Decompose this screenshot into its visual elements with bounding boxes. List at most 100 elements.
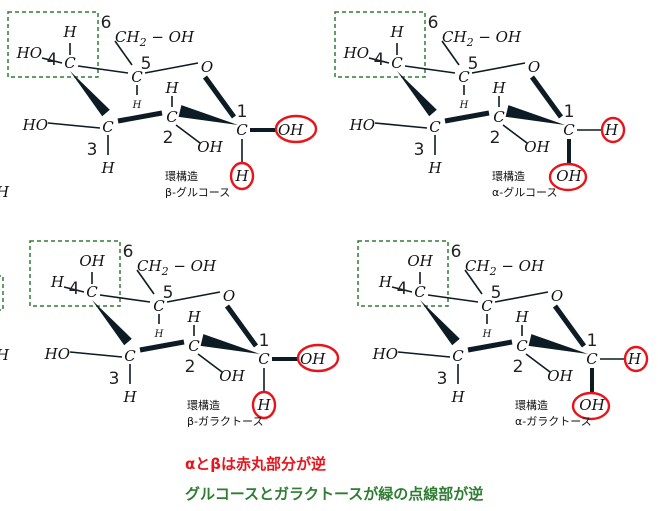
carbon-number-6: 6 bbox=[123, 242, 134, 262]
c2-oh-bond bbox=[197, 353, 223, 373]
structure-type-label: 環構造 bbox=[187, 398, 220, 412]
c2-hydroxyl: OH bbox=[524, 138, 550, 156]
ch2-text: CH bbox=[115, 28, 140, 46]
carbon-number-1: 1 bbox=[564, 102, 575, 122]
c3-hydroxyl: HO bbox=[44, 345, 70, 363]
ch2-oh-text: − OH bbox=[474, 28, 522, 46]
c2-c1-wedge bbox=[178, 105, 238, 125]
c5-o-bond bbox=[166, 291, 221, 303]
c3-hydrogen: H bbox=[450, 388, 465, 406]
carbon-number-3: 3 bbox=[437, 369, 448, 389]
c5-carbon: C bbox=[131, 68, 143, 86]
carbon-number-5: 5 bbox=[491, 283, 502, 303]
c4-left-substituent: H bbox=[50, 273, 65, 291]
c2-hydroxyl: OH bbox=[219, 367, 245, 385]
c5-carbon: C bbox=[153, 297, 165, 315]
c3-carbon: C bbox=[102, 118, 114, 136]
c5-hydrogen: H bbox=[482, 329, 492, 340]
ch2oh-group: CH2 − OH bbox=[442, 28, 522, 49]
c3-ho-bond bbox=[397, 351, 451, 358]
o-c1-bold-bond bbox=[224, 304, 259, 348]
edge-fragment-h: H bbox=[0, 346, 10, 364]
c4-highlight-box bbox=[29, 240, 121, 307]
c4-left-bond bbox=[63, 286, 85, 293]
c4-c5-bond bbox=[99, 294, 151, 303]
c1-down-substituent: OH bbox=[579, 396, 605, 414]
c4-c5-bond bbox=[77, 65, 129, 74]
c2-oh-bond bbox=[175, 124, 201, 144]
carbon-number-3: 3 bbox=[87, 140, 98, 160]
carbon-number-2: 2 bbox=[513, 357, 524, 377]
c5-ch2-bond bbox=[114, 40, 133, 66]
c1-down-substituent: H bbox=[256, 396, 271, 414]
c2-carbon: C bbox=[516, 337, 528, 355]
ring-oxygen: O bbox=[528, 58, 540, 76]
carbon-number-3: 3 bbox=[414, 140, 425, 160]
c5-carbon: C bbox=[458, 68, 470, 86]
carbon-number-5: 5 bbox=[163, 283, 174, 303]
c3-carbon: C bbox=[452, 347, 464, 365]
o-c1-bold-bond bbox=[529, 75, 564, 119]
c4-left-substituent: H bbox=[378, 273, 393, 291]
ch2oh-group: CH2 − OH bbox=[115, 28, 195, 49]
carbon-number-4: 4 bbox=[374, 50, 385, 70]
c4-left-bond bbox=[368, 57, 390, 64]
ch2-text: CH bbox=[465, 257, 490, 275]
c5-hydrogen: H bbox=[132, 100, 142, 111]
c3-carbon: C bbox=[429, 118, 441, 136]
c1-down-substituent: H bbox=[234, 167, 249, 185]
ch2oh-group: CH2 − OH bbox=[465, 257, 545, 278]
carbon-number-1: 1 bbox=[587, 331, 598, 351]
red-circle-c1-down bbox=[251, 390, 277, 420]
ch2-text: CH bbox=[442, 28, 467, 46]
carbon-number-3: 3 bbox=[109, 369, 120, 389]
c3-c2-bold-bond bbox=[139, 339, 185, 353]
carbon-number-6: 6 bbox=[428, 13, 439, 33]
carbon-number-6: 6 bbox=[101, 13, 112, 33]
c4-top-substituent: H bbox=[62, 23, 77, 41]
carbon-number-5: 5 bbox=[468, 54, 479, 74]
c5-o-bond bbox=[144, 62, 199, 74]
ch2-oh-text: − OH bbox=[497, 257, 545, 275]
red-circle-c1-right bbox=[296, 343, 340, 373]
ring-oxygen: O bbox=[201, 58, 213, 76]
o-c1-bold-bond bbox=[552, 304, 587, 348]
c3-hydroxyl: HO bbox=[22, 116, 48, 134]
c2-hydroxyl: OH bbox=[547, 367, 573, 385]
red-circle-c1-right bbox=[600, 116, 626, 144]
note-glucose-galactose: グルコースとガラクトースが緑の点線部が逆 bbox=[185, 485, 484, 503]
ring-oxygen: O bbox=[223, 287, 235, 305]
c3-ho-bond bbox=[374, 122, 428, 129]
ch2-subscript: 2 bbox=[489, 265, 497, 278]
carbon-number-6: 6 bbox=[451, 242, 462, 262]
ch2-subscript: 2 bbox=[466, 36, 474, 49]
c4-highlight-box bbox=[334, 11, 426, 78]
c2-c1-wedge bbox=[200, 334, 260, 354]
c1-right-substituent: OH bbox=[300, 350, 326, 368]
c4-top-substituent: H bbox=[389, 23, 404, 41]
c2-hydrogen: H bbox=[491, 79, 506, 97]
c4-highlight-box bbox=[7, 11, 99, 78]
red-circle-c1-right bbox=[274, 114, 318, 144]
carbon-number-1: 1 bbox=[259, 331, 270, 351]
c1-carbon: C bbox=[563, 121, 575, 139]
c1-carbon: C bbox=[258, 350, 270, 368]
red-circle-c1-down bbox=[548, 162, 588, 192]
c2-c1-wedge bbox=[505, 105, 565, 125]
c4-left-substituent: HO bbox=[16, 44, 42, 62]
carbon-number-1: 1 bbox=[237, 102, 248, 122]
c2-carbon: C bbox=[166, 108, 178, 126]
c4-top-substituent: OH bbox=[79, 252, 105, 270]
c3-hydroxyl: HO bbox=[349, 116, 375, 134]
c3-c2-bold-bond bbox=[117, 110, 163, 124]
o-c1-bold-bond bbox=[202, 75, 237, 119]
ch2-subscript: 2 bbox=[161, 265, 169, 278]
c3-c2-bold-bond bbox=[444, 110, 490, 124]
c2-oh-bond bbox=[502, 124, 528, 144]
carbon-number-4: 4 bbox=[47, 50, 58, 70]
